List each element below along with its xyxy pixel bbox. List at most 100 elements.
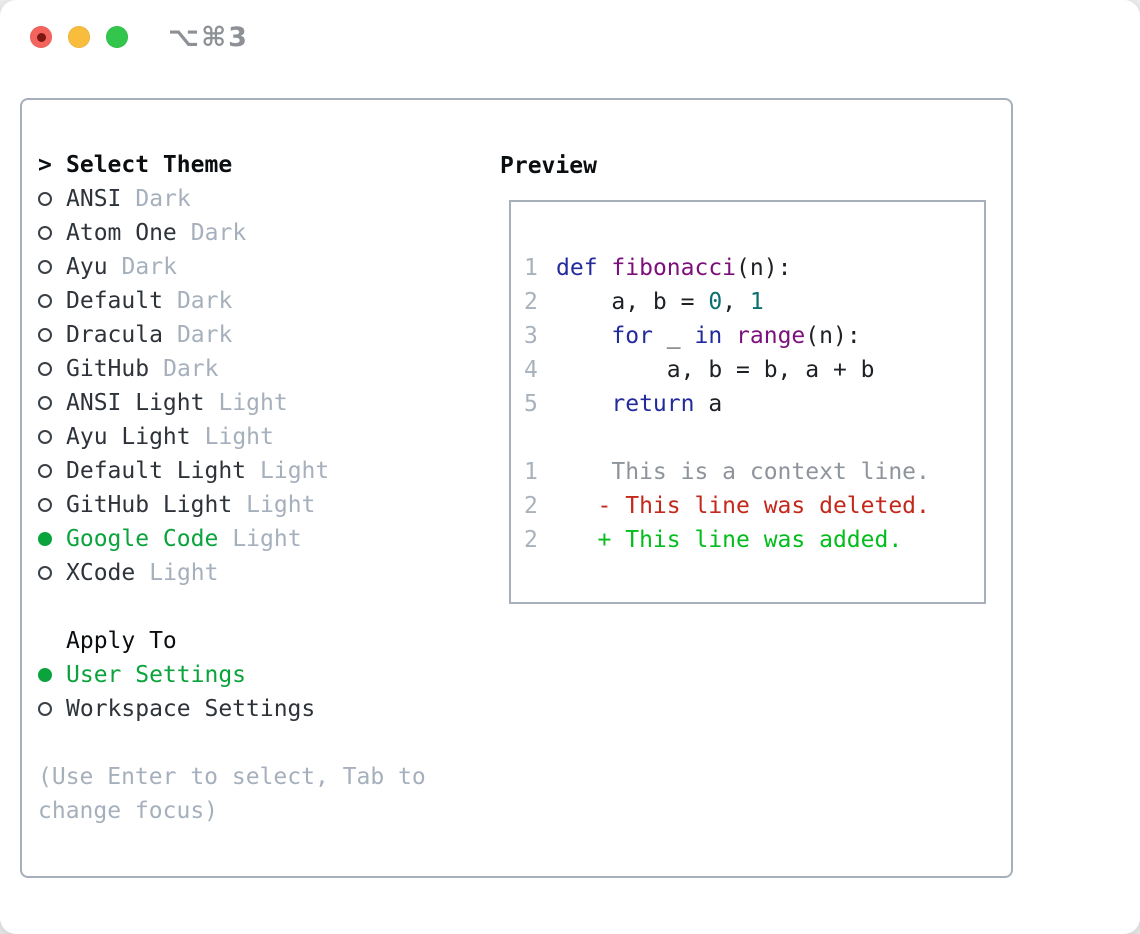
radio-icon [38,464,66,478]
apply-option[interactable]: Workspace Settings [38,692,426,726]
line-number: 3 [524,323,538,349]
line-content: for _ in range(n): [611,323,861,349]
line-number: 1 [524,459,538,485]
line-content: + This line was added. [556,527,903,553]
radio-icon [38,328,66,342]
theme-option[interactable]: XCode Light [38,556,426,590]
apply-option[interactable]: User Settings [38,658,426,692]
variant-badge: Light [260,458,330,484]
apply-to-header: Apply To [38,624,426,658]
select-theme-title: Select Theme [66,152,233,178]
option-label: Atom One [66,220,177,246]
theme-option[interactable]: Ayu Light Light [38,420,426,454]
code-line: 3 for _ in range(n): [524,319,984,353]
preview-title: Preview [500,153,597,179]
select-theme-header: > Select Theme [38,148,426,182]
variant-badge: Light [232,526,302,552]
option-label: XCode [66,560,136,586]
option-label: ANSI Light [66,390,205,416]
code-line: 5 return a [524,387,984,421]
radio-icon [38,192,66,206]
radio-icon [38,226,66,240]
option-label: Default Light [66,458,247,484]
option-label: Workspace Settings [66,696,316,722]
theme-option[interactable]: ANSI Dark [38,182,426,216]
variant-badge: Light [204,424,274,450]
help-text: (Use Enter to select, Tab to change focu… [38,764,426,824]
line-number: 2 [524,527,538,553]
variant-badge: Light [149,560,219,586]
variant-badge: Dark [176,322,233,348]
radio-icon [38,294,66,308]
option-label: Default [66,288,163,314]
option-label: Ayu [66,254,108,280]
option-label: GitHub Light [66,492,233,518]
variant-badge: Dark [163,356,219,382]
zoom-button[interactable] [106,26,128,48]
theme-option[interactable]: Dracula Dark [38,318,426,352]
theme-option[interactable]: Default Dark [38,284,426,318]
line-content: return a [611,391,723,417]
line-number: 4 [524,357,538,383]
line-content: - This line was deleted. [556,493,930,519]
radio-icon [38,498,66,512]
line-content: a, b = 0, 1 [556,289,764,315]
radio-icon [38,430,66,444]
line-content: def fibonacci(n): [556,255,792,281]
code-line: 2 a, b = 0, 1 [524,285,984,319]
radio-selected-icon [38,532,66,546]
theme-option[interactable]: GitHub Dark [38,352,426,386]
theme-option[interactable]: Atom One Dark [38,216,426,250]
radio-icon [38,260,66,274]
traffic-lights [30,26,128,48]
apply-to-title: Apply To [66,628,177,654]
theme-option[interactable]: GitHub Light Light [38,488,426,522]
code-line: 1 def fibonacci(n): [524,251,984,285]
window-title: ⌥⌘3 [168,22,249,53]
line-number: 2 [524,493,538,519]
radio-selected-icon [38,668,66,682]
line-content: This is a context line. [556,459,930,485]
minimize-button[interactable] [68,26,90,48]
radio-icon [38,702,66,716]
variant-badge: Dark [176,288,233,314]
line-number: 1 [524,255,538,281]
option-label: ANSI [66,186,122,212]
line-number: 5 [524,391,538,417]
theme-option[interactable]: Google Code Light [38,522,426,556]
option-label: GitHub [66,356,150,382]
diff-line: 2 - This line was deleted. [524,489,984,523]
diff-line: 1 This is a context line. [524,455,984,489]
close-dot-icon [36,32,46,42]
line-content: a, b = b, a + b [556,357,875,383]
option-label: Google Code [66,526,219,552]
close-button[interactable] [30,26,52,48]
diff-preview: 1 This is a context line.2 - This line w… [524,455,984,557]
option-label: Dracula [66,322,163,348]
titlebar: ⌥⌘3 [0,0,1140,78]
radio-icon [38,396,66,410]
theme-option[interactable]: Ayu Dark [38,250,426,284]
option-label: User Settings [66,662,247,688]
option-label: Ayu Light [66,424,191,450]
prompt-marker: > [38,152,52,178]
variant-badge: Light [246,492,316,518]
theme-option[interactable]: Default Light Light [38,454,426,488]
radio-icon [38,566,66,580]
code-line: 4 a, b = b, a + b [524,353,984,387]
diff-line: 2 + This line was added. [524,523,984,557]
variant-badge: Dark [121,254,177,280]
preview-spacer [524,421,984,455]
variant-badge: Dark [135,186,191,212]
line-number: 2 [524,289,538,315]
radio-icon [38,362,66,376]
variant-badge: Dark [190,220,247,246]
